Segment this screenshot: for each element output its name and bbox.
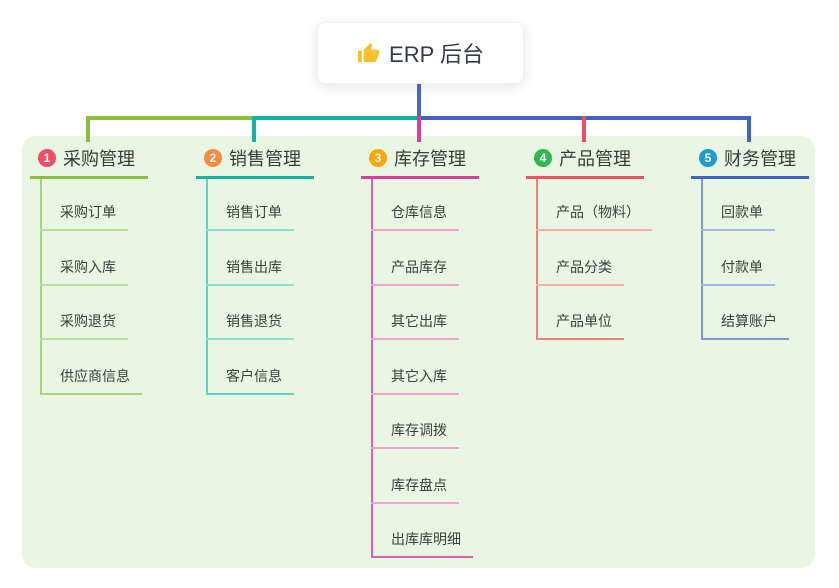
connector-drop: [747, 116, 751, 142]
child-node[interactable]: 库存调拨: [371, 421, 459, 449]
child-node[interactable]: 采购入库: [40, 258, 128, 286]
child-node-label: 仓库信息: [371, 203, 459, 231]
branch-title: 采购管理: [63, 149, 135, 169]
child-node-label: 其它出库: [371, 312, 459, 340]
branch-underline: [196, 176, 314, 179]
branch-title: 产品管理: [559, 149, 631, 169]
connector-horizontal-left-inner: [254, 116, 419, 120]
child-node-label: 其它入库: [371, 367, 459, 395]
child-node-label: 产品（物料）: [536, 203, 652, 231]
branch-stem-line: [371, 179, 373, 558]
branch-number-badge: 3: [369, 149, 387, 167]
child-node[interactable]: 产品分类: [536, 258, 624, 286]
child-node[interactable]: 供应商信息: [40, 367, 142, 395]
child-node-label: 库存调拨: [371, 421, 459, 449]
connector-horizontal-left-outer: [86, 116, 254, 120]
child-node[interactable]: 库存盘点: [371, 476, 459, 504]
branch-header-4[interactable]: 4 产品管理: [534, 147, 631, 169]
child-node-label: 产品库存: [371, 258, 459, 286]
child-node-label: 采购入库: [40, 258, 128, 286]
child-node[interactable]: 销售订单: [206, 203, 294, 231]
child-node-label: 付款单: [701, 258, 775, 286]
branches-panel: [22, 136, 815, 568]
branch-header-2[interactable]: 2 销售管理: [204, 147, 301, 169]
child-node-label: 回款单: [701, 203, 775, 231]
connector-drop: [252, 116, 256, 142]
child-node-label: 产品单位: [536, 312, 624, 340]
branch-title: 财务管理: [724, 149, 796, 169]
child-node[interactable]: 产品（物料）: [536, 203, 652, 231]
child-node-label: 供应商信息: [40, 367, 142, 395]
branch-number-badge: 4: [534, 149, 552, 167]
child-node[interactable]: 销售退货: [206, 312, 294, 340]
branch-number-badge: 1: [38, 149, 56, 167]
thumbs-up-icon: [357, 42, 380, 62]
child-node[interactable]: 采购订单: [40, 203, 128, 231]
child-node[interactable]: 回款单: [701, 203, 775, 231]
child-node[interactable]: 付款单: [701, 258, 775, 286]
child-node-label: 销售退货: [206, 312, 294, 340]
child-node[interactable]: 结算账户: [701, 312, 789, 340]
branch-number-badge: 2: [204, 149, 222, 167]
branch-underline: [691, 176, 809, 179]
child-node[interactable]: 产品单位: [536, 312, 624, 340]
branch-header-5[interactable]: 5 财务管理: [699, 147, 796, 169]
child-node[interactable]: 其它入库: [371, 367, 459, 395]
child-node[interactable]: 仓库信息: [371, 203, 459, 231]
child-node[interactable]: 其它出库: [371, 312, 459, 340]
child-node-label: 库存盘点: [371, 476, 459, 504]
connector-drop: [417, 116, 421, 142]
child-node[interactable]: 客户信息: [206, 367, 294, 395]
root-node[interactable]: ERP 后台: [317, 22, 524, 84]
branch-title: 销售管理: [229, 149, 301, 169]
branch-header-1[interactable]: 1 采购管理: [38, 147, 135, 169]
branch-title: 库存管理: [394, 149, 466, 169]
connector-drop: [582, 116, 586, 142]
trunk-line: [417, 82, 421, 116]
branch-underline: [30, 176, 148, 179]
branch-underline: [526, 176, 644, 179]
branch-stem-line: [701, 179, 703, 340]
child-node-label: 销售订单: [206, 203, 294, 231]
branch-stem-line: [536, 179, 538, 340]
child-node-label: 采购退货: [40, 312, 128, 340]
child-node[interactable]: 采购退货: [40, 312, 128, 340]
child-node-label: 出库库明细: [371, 530, 473, 558]
child-node[interactable]: 销售出库: [206, 258, 294, 286]
branch-underline: [361, 176, 479, 179]
child-node[interactable]: 产品库存: [371, 258, 459, 286]
child-node[interactable]: 出库库明细: [371, 530, 473, 558]
branch-stem-line: [40, 179, 42, 395]
child-node-label: 客户信息: [206, 367, 294, 395]
connector-drop: [86, 116, 90, 142]
branch-header-3[interactable]: 3 库存管理: [369, 147, 466, 169]
branch-number-badge: 5: [699, 149, 717, 167]
root-title: ERP 后台: [389, 42, 484, 67]
child-node-label: 结算账户: [701, 312, 789, 340]
child-node-label: 产品分类: [536, 258, 624, 286]
child-node-label: 采购订单: [40, 203, 128, 231]
child-node-label: 销售出库: [206, 258, 294, 286]
branch-stem-line: [206, 179, 208, 395]
